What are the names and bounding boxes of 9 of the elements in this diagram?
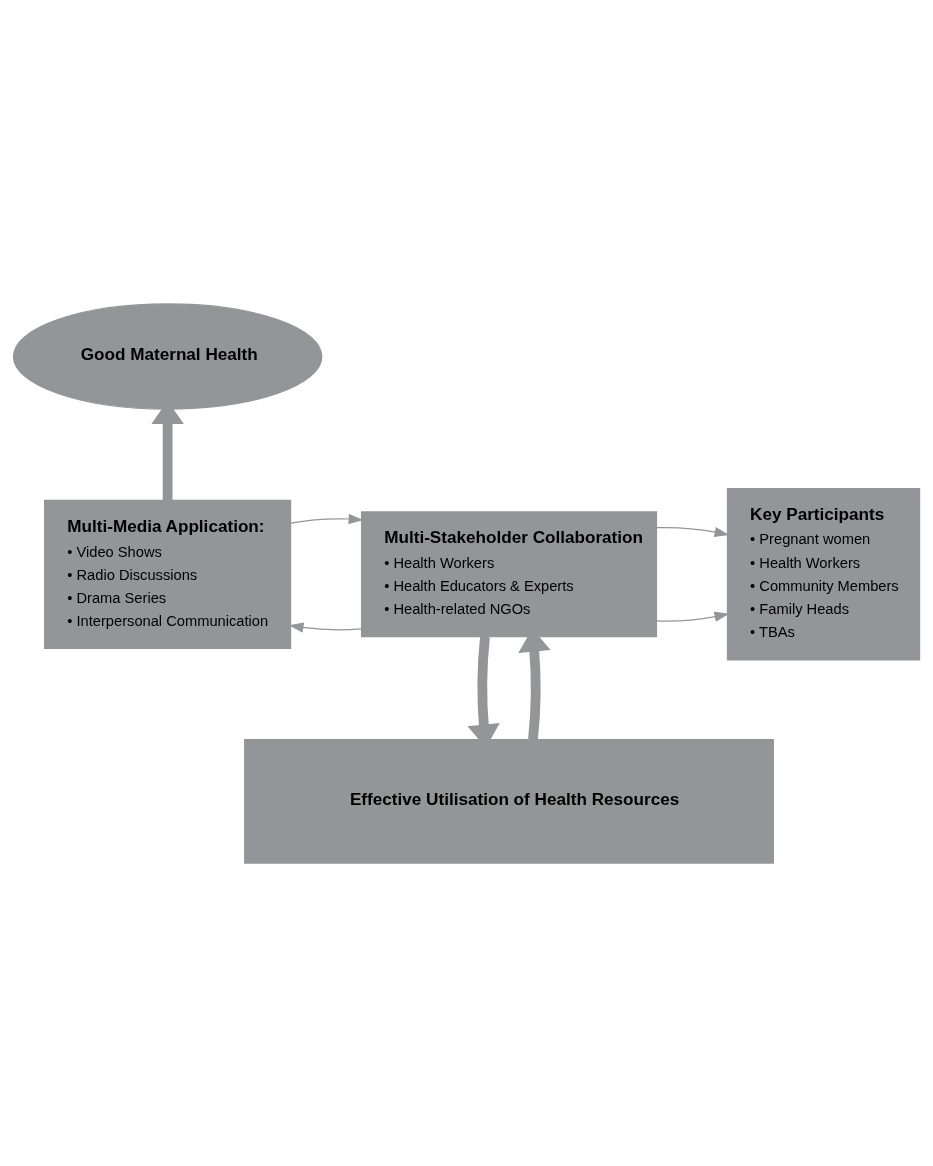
node-ellipse: Good Maternal Health [12,302,323,410]
node-box: Effective Utilisation of Health Resources [244,738,774,864]
node-box: Key Participants • Pregnant women • Health Workers • Community Members • Family Heads • TBAs [726,487,921,661]
node-box: Multi-Stakeholder Collaboration • Health Workers • Health Educators & Experts • Health-related NGOs [360,510,658,637]
arrow [656,611,730,622]
arrow [288,621,363,633]
arrow [656,526,730,537]
node-box: Multi-Media Application: • Video Shows • Radio Discussions • Drama Series • Interpersonal Communication [44,499,292,649]
arrow [290,513,364,524]
